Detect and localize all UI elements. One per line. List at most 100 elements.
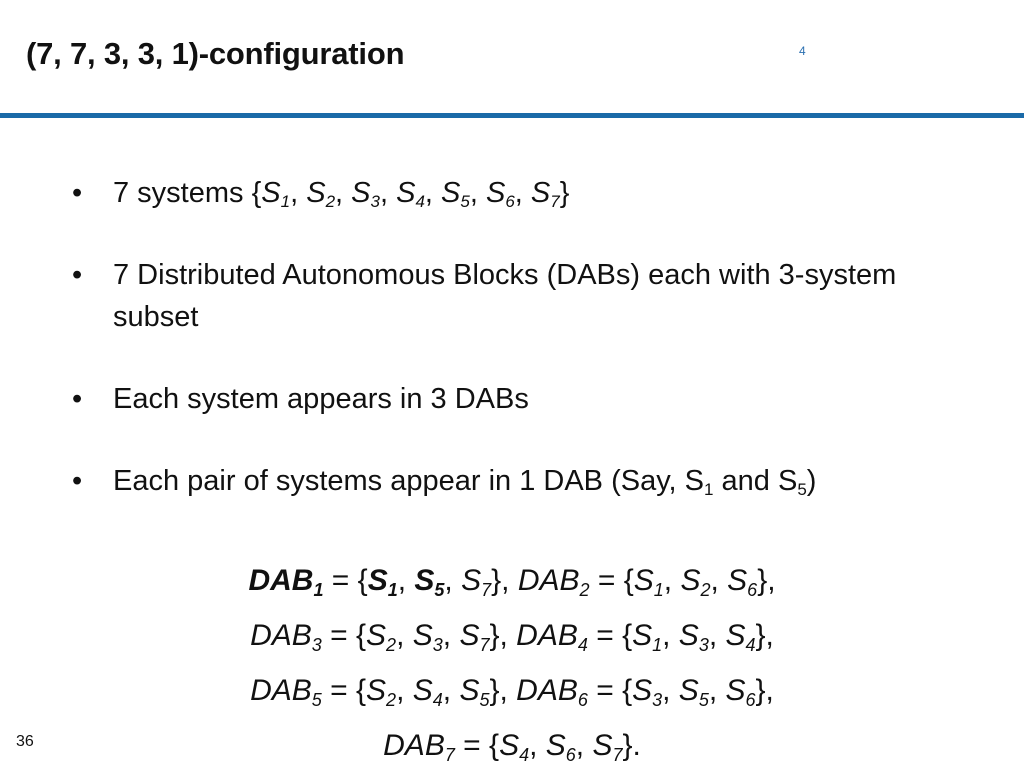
subscript-text: 4 (577, 635, 588, 655)
text-run: S (351, 177, 371, 209)
text-run: DAB (516, 674, 578, 707)
text-run: DAB (250, 619, 312, 652)
subscript-text: 2 (386, 635, 397, 655)
text-run: S (727, 564, 748, 597)
subscript-text: 5 (479, 690, 490, 710)
subscript-text: 5 (311, 690, 322, 710)
subscript-text: 6 (505, 192, 515, 211)
text-run: = { (454, 729, 500, 762)
subscript-text: 5 (698, 690, 709, 710)
text-run: = { (589, 564, 634, 597)
text-run: = { (587, 674, 633, 707)
subscript-text: 7 (444, 745, 455, 765)
text-run: DAB (250, 674, 312, 707)
text-run: S (485, 177, 506, 209)
dab-definitions: DAB1 = {S1, S5, S7}, DAB2 = {S1, S2, S6}… (0, 553, 1024, 773)
subscript-text: 3 (698, 635, 709, 655)
text-run: Each system appears in 3 DABs (113, 383, 529, 415)
subscript-text: 4 (519, 745, 530, 765)
text-run: }, (489, 619, 517, 652)
text-run: S (725, 619, 746, 652)
text-run: }, (491, 564, 518, 597)
subscript-text: 6 (577, 690, 588, 710)
subscript-text: 4 (745, 635, 756, 655)
subscript-text: 2 (325, 192, 336, 211)
subscript-text: 2 (700, 580, 711, 600)
text-run: , (662, 619, 679, 652)
text-run: = { (321, 619, 367, 652)
text-run: S (412, 674, 433, 707)
text-run: DAB (248, 564, 314, 597)
text-run: , (575, 729, 593, 762)
text-run: S (592, 729, 613, 762)
dab-line: DAB5 = {S2, S4, S5}, DAB6 = {S3, S5, S6}… (0, 663, 1024, 718)
bullet-systems: 7 systems {S1, S2, S3, S4, S5, S6, S7} (70, 172, 950, 214)
subscript-text: 3 (370, 192, 380, 211)
text-run: and S (713, 465, 798, 497)
title-rule (0, 113, 1024, 118)
text-run: S (545, 729, 566, 762)
subscript-text: 1 (313, 580, 324, 600)
text-run: S (633, 564, 654, 597)
text-run: S (725, 674, 746, 707)
text-run: S (396, 177, 416, 209)
text-run: DAB (516, 619, 578, 652)
text-run: S (678, 674, 699, 707)
text-run: S (366, 619, 387, 652)
text-run: } (559, 177, 570, 209)
subscript-text: 3 (432, 635, 443, 655)
text-run: , (442, 674, 460, 707)
text-run: ) (806, 465, 817, 497)
text-run: S (306, 177, 326, 209)
text-run: }. (622, 729, 641, 762)
bullet-appearances: Each system appears in 3 DABs (70, 378, 950, 420)
text-run: S (261, 177, 281, 209)
text-run: }, (489, 674, 517, 707)
text-run: , (442, 619, 460, 652)
subscript-text: 3 (311, 635, 322, 655)
text-run: S (632, 619, 653, 652)
text-run: , (469, 177, 486, 209)
text-run: , (290, 177, 307, 209)
subscript-text: 2 (579, 580, 590, 600)
text-run: S (632, 674, 653, 707)
subscript-text: 5 (797, 480, 807, 499)
subscript-text: 6 (565, 745, 576, 765)
text-run: , (335, 177, 352, 209)
text-run: , (662, 674, 679, 707)
subscript-text: 6 (747, 580, 758, 600)
text-run: = { (587, 619, 633, 652)
subscript-text: 1 (280, 192, 291, 211)
text-run: , (396, 619, 413, 652)
text-run: , (444, 564, 462, 597)
subscript-text: 1 (652, 635, 663, 655)
subscript-text: 7 (481, 580, 492, 600)
text-run: Each pair of systems appear in 1 DAB (Sa… (113, 465, 705, 497)
text-run: = { (321, 674, 367, 707)
text-run: }, (755, 674, 774, 707)
text-run: = { (323, 564, 368, 597)
page-number: 36 (16, 733, 34, 750)
text-run: S (459, 674, 480, 707)
text-run: , (514, 177, 531, 209)
text-run: S (499, 729, 520, 762)
text-run: }, (755, 619, 774, 652)
text-run: S (366, 674, 387, 707)
text-run: 7 Distributed Autonomous Blocks (DABs) e… (113, 259, 897, 333)
subscript-text: 3 (652, 690, 663, 710)
subscript-text: 4 (432, 690, 443, 710)
subscript-text: 7 (550, 192, 560, 211)
bullet-list: 7 systems {S1, S2, S3, S4, S5, S6, S7} 7… (70, 172, 950, 542)
dab-line: DAB3 = {S2, S3, S7}, DAB4 = {S1, S3, S4}… (0, 608, 1024, 663)
text-run: DAB (383, 729, 445, 762)
dab-line: DAB7 = {S4, S6, S7}. (0, 718, 1024, 773)
bullet-dabs: 7 Distributed Autonomous Blocks (DABs) e… (70, 254, 950, 338)
bullet-pairs: Each pair of systems appear in 1 DAB (Sa… (70, 460, 950, 502)
subscript-text: 1 (653, 580, 664, 600)
text-run: S (414, 564, 435, 597)
text-run: , (529, 729, 546, 762)
text-run: S (367, 564, 388, 597)
text-run: S (412, 619, 433, 652)
subscript-text: 1 (387, 580, 398, 600)
text-run: , (379, 177, 397, 209)
